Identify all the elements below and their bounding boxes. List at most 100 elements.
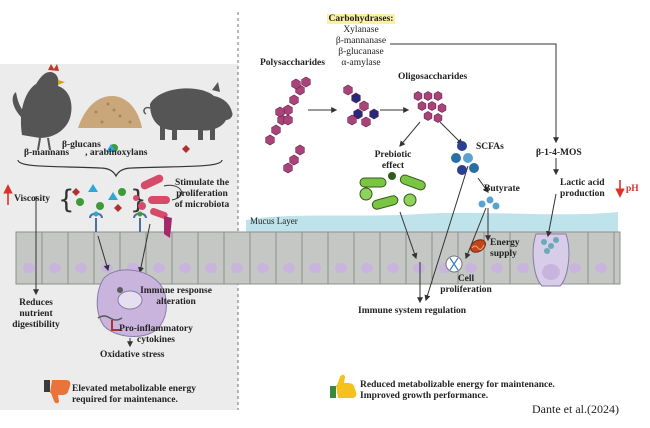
svg-text:{: { <box>58 185 75 215</box>
beta-mannan-symbol <box>106 144 116 152</box>
carbohydrases-title: Carbohydrases: <box>326 14 396 24</box>
right-outcome: Reduced metabolizable energy for mainten… <box>360 380 555 402</box>
right-outcome-line2: Improved growth performance. <box>360 391 489 401</box>
cell-nucleus <box>569 263 581 273</box>
label-mos: β-1-4-MOS <box>536 148 582 158</box>
sugar-unit <box>361 116 371 128</box>
mitochondria-icon <box>470 239 486 253</box>
right-outcome-line1: Reduced metabolizable energy for mainten… <box>360 380 555 390</box>
left-outcome-line1: Elevated metabolizable energy <box>72 384 197 394</box>
immune-cell <box>96 269 167 337</box>
arrow-butyrate-to-cell <box>464 207 487 260</box>
sugar-unit <box>437 103 447 113</box>
sugar-unit <box>283 114 293 126</box>
sugar-unit <box>433 91 443 101</box>
left-outcome-line2: required for maintenance. <box>72 395 178 405</box>
label-cell-proliferation: Cell proliferation <box>436 274 496 296</box>
arrow-oligo-to-prebiotic <box>399 121 421 147</box>
label-polysaccharides: Polysaccharides <box>260 58 325 68</box>
sugar-unit <box>347 114 357 126</box>
enzyme-beta-mannanase: β-mannanase <box>335 36 387 46</box>
sugar-unit <box>423 91 433 101</box>
cell-nucleus <box>465 263 477 273</box>
sugar-unit <box>427 101 437 111</box>
label-arabinoxylans: , arabinoxylans <box>85 148 148 158</box>
reduces-line3: digestibility <box>12 320 60 330</box>
label-oxidative-stress: Oxidative stress <box>100 350 165 360</box>
arrow-bacteria-to-immune <box>399 211 418 260</box>
sugar-unit <box>283 104 293 116</box>
cell-nucleus <box>23 263 35 273</box>
arabinoxylan-symbol <box>182 145 190 153</box>
proinf-line2: cytokines <box>137 335 175 345</box>
cell-nucleus <box>517 263 529 273</box>
stimulate-line2: proliferation <box>176 189 228 199</box>
cell-nucleus <box>413 263 425 273</box>
stimulate-line1: Stimulate the <box>174 178 230 188</box>
sugar-unit <box>265 134 275 146</box>
sugar-unit <box>417 101 427 111</box>
label-beta-glucans: β-glucans <box>62 140 101 150</box>
arrow-lactic-to-epithelium <box>545 193 557 238</box>
label-prebiotic-effect: Prebiotic effect <box>368 150 418 172</box>
left-microbiota <box>133 174 172 238</box>
cell-line2: proliferation <box>440 285 492 295</box>
label-lactic-acid: Lactic acid production <box>560 178 605 200</box>
arrow-stimulate <box>163 184 183 201</box>
stimulate-line3: of microbiota <box>174 200 230 210</box>
left-receptors <box>89 211 147 232</box>
immune-alt-line2: alteration <box>156 297 196 307</box>
label-beta-mannans: β-mannans <box>24 148 70 158</box>
reduces-line2: nutrient <box>19 309 53 319</box>
energy-line1: Energy <box>490 238 520 248</box>
label-butyrate: Butyrate <box>484 184 520 194</box>
arrow-carbohydrase-to-mos <box>390 43 559 144</box>
energy-line2: supply <box>490 249 517 259</box>
lactic-line2: production <box>560 189 605 199</box>
arrow-receptor-to-macrophage <box>97 235 110 272</box>
cell-nucleus <box>387 263 399 273</box>
left-outcome: Elevated metabolizable energy required f… <box>72 384 196 406</box>
polysaccharide-chains <box>265 76 447 174</box>
dna-icon <box>445 255 463 273</box>
svg-text:}: } <box>130 185 147 215</box>
label-energy-supply: Energy supply <box>490 238 520 260</box>
cell-nucleus <box>205 263 217 273</box>
sugar-unit <box>289 94 299 106</box>
cytokine-marker <box>111 320 120 331</box>
sugar-unit <box>359 100 369 112</box>
arrow-scfa-to-butyrate <box>477 177 489 193</box>
arrow-microbiota-to-macrophage <box>138 223 151 274</box>
chicken-icon <box>12 64 72 151</box>
cell-nucleus <box>309 263 321 273</box>
label-immune-alteration: Immune response alteration <box>134 286 218 308</box>
cell-nucleus <box>75 263 87 273</box>
label-scfas: SCFAs <box>476 142 504 152</box>
arrow-oligo-to-scfa <box>439 121 463 145</box>
reduces-line1: Reduces <box>19 298 53 308</box>
cell-nucleus <box>283 263 295 273</box>
prebiotic-line2: effect <box>381 161 405 171</box>
scfa-molecules <box>451 141 479 175</box>
cell-nucleus <box>491 263 503 273</box>
immune-alt-line1: Immune response <box>140 286 212 296</box>
cell-nucleus <box>49 263 61 273</box>
mos-binding-bacteria <box>541 237 559 254</box>
fibre-cluster: { } <box>58 184 147 215</box>
cell-nucleus <box>231 263 243 273</box>
sugar-unit <box>423 111 433 121</box>
sugar-unit <box>351 92 361 104</box>
arrow-scfa-to-immune <box>424 165 469 302</box>
cell-nucleus <box>335 263 347 273</box>
label-proinflammatory: Pro-inflammatory cytokines <box>118 324 194 346</box>
sugar-unit <box>291 78 301 90</box>
sugar-unit <box>271 124 281 136</box>
cell-nucleus <box>595 263 607 273</box>
label-immune-regulation: Immune system regulation <box>358 306 467 316</box>
feed-pile-icon <box>78 96 142 128</box>
enzyme-xylanase: Xylanase <box>343 25 379 35</box>
pig-icon <box>143 82 233 140</box>
label-fibres-line2: β-mannans , arabinoxylans <box>24 148 147 159</box>
butyrate-molecules <box>478 196 500 210</box>
sugar-unit <box>283 162 293 174</box>
